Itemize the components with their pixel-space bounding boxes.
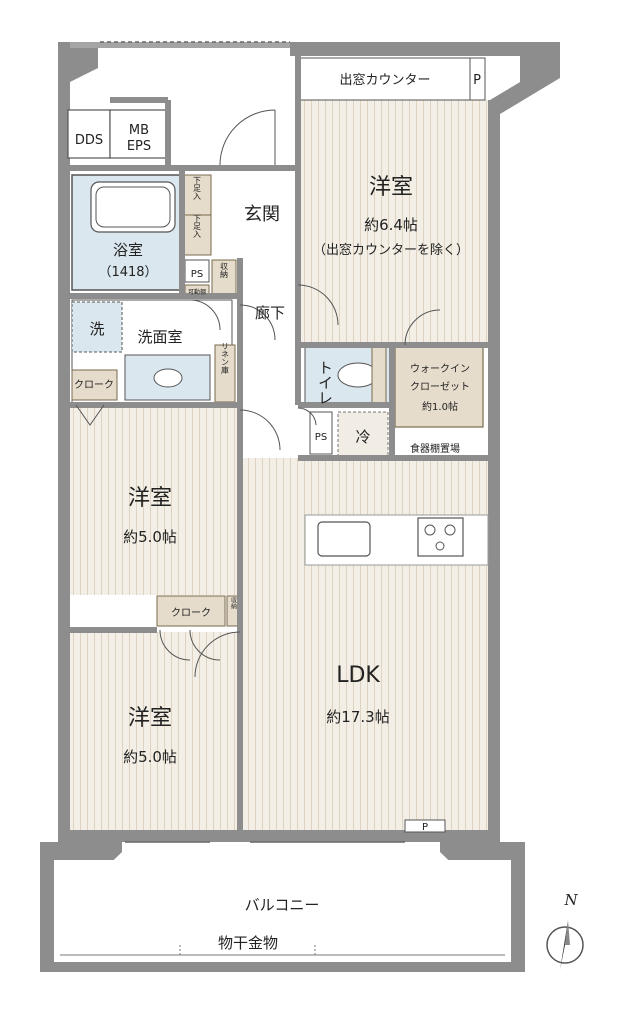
western-bot-size: 約5.0帖: [123, 748, 177, 766]
bath-size: （1418）: [98, 265, 157, 280]
north-arrow: N: [546, 891, 584, 970]
bay-counter-label: 出窓カウンター: [339, 72, 430, 88]
ps-label-1: PS: [191, 269, 203, 280]
hallway-name: 廊下: [255, 304, 285, 322]
washer-label: 洗: [89, 320, 104, 338]
western-top-size: 約6.4帖: [364, 216, 418, 234]
wic-line1: ウォークイン: [410, 363, 470, 375]
balcony-name: バルコニー: [245, 896, 320, 914]
closet-label-1: クローク: [74, 379, 114, 391]
p-label-bottom: P: [422, 822, 428, 833]
closets: [67, 57, 486, 833]
movable-shelf-label: 可動棚: [188, 288, 206, 296]
p-label-top: P: [473, 73, 481, 88]
toilet-name: トイレ: [316, 360, 334, 405]
wet-areas: [71, 174, 394, 406]
dish-shelf-label: 食器棚置場: [410, 442, 460, 455]
north-label: N: [563, 891, 578, 909]
interior-walls: [70, 56, 488, 830]
closet-label-2: クローク: [171, 607, 211, 619]
western-mid-name: 洋室: [128, 486, 172, 511]
kitchen-counter: [317, 517, 464, 557]
western-bot-name: 洋室: [128, 706, 172, 731]
dds-label: DDS: [75, 133, 103, 148]
western-top-name: 洋室: [369, 175, 413, 200]
washroom-name: 洗面室: [137, 328, 182, 346]
fridge-label: 冷: [355, 428, 370, 446]
ps-label-2: PS: [315, 432, 327, 443]
bath-name: 浴室: [113, 241, 143, 259]
doors: [75, 109, 441, 678]
western-mid-size: 約5.0帖: [123, 528, 177, 546]
room-labels: 洋室 約6.4帖 （出窓カウンターを除く） 洋室 約5.0帖 洋室 約5.0帖 …: [74, 72, 481, 952]
ldk-name: LDK: [336, 663, 380, 688]
ldk-size: 約17.3帖: [326, 708, 389, 726]
shoe-storage-1: 下足入: [193, 176, 202, 200]
storage-label-1: 収納: [220, 261, 229, 279]
mb-label: MB: [129, 123, 149, 138]
balcony-floor: [54, 860, 511, 960]
eps-label: EPS: [127, 139, 151, 154]
wic-line2: クローゼット: [410, 381, 470, 393]
windows: [100, 41, 405, 843]
laundry-pole-label: 物干金物: [218, 934, 278, 952]
western-top-note: （出窓カウンターを除く）: [313, 242, 469, 258]
storage-label-2: 収納: [230, 597, 237, 610]
wic-size: 約1.0帖: [422, 400, 458, 413]
shoe-storage-2: 下足入: [193, 214, 202, 238]
linen-label: リネン庫: [221, 342, 230, 375]
entrance-name: 玄関: [244, 204, 280, 225]
